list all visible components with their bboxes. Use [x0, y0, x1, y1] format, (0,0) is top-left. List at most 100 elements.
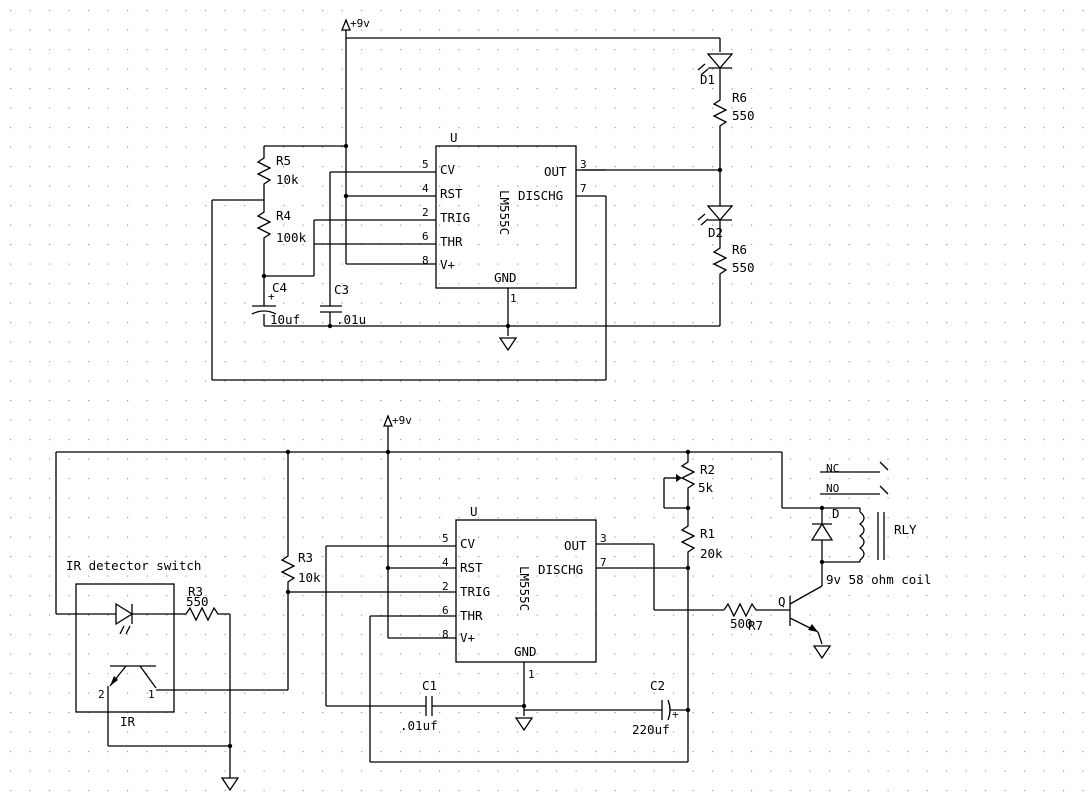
resistor-r6-upper: R6 550: [712, 90, 755, 168]
timer2-ref: U: [470, 504, 478, 519]
led-d1: D1: [697, 53, 734, 90]
capacitor-c4: + C4 10uf: [251, 280, 300, 327]
c3-value: .01u: [336, 312, 366, 327]
timer2-num-1: 1: [528, 668, 535, 681]
ground-symbol-bottom-chip: [514, 717, 534, 732]
resistor-r7: 500 R7: [723, 602, 790, 633]
ground-symbol-transistor: [812, 645, 832, 660]
ir-title: IR detector switch: [66, 558, 201, 573]
diode-d: D: [810, 506, 840, 562]
timer2-pin-vplus: V+: [460, 630, 475, 645]
d-ref: D: [832, 506, 840, 521]
r4-ref: R4: [276, 208, 291, 223]
timer2-pin-thr: THR: [460, 608, 483, 623]
timer1-pin-thr: THR: [440, 234, 463, 249]
relay-coil: RLY 9v 58 ohm coil: [822, 508, 931, 587]
capacitor-c3: C3 .01u: [320, 282, 366, 327]
capacitor-c1: C1 .01uf: [326, 678, 524, 733]
c3-ref: C3: [334, 282, 349, 297]
r5-ref: R5: [276, 153, 291, 168]
timer-chip-bottom: U LM555C CV RST TRIG THR V+ OUT DISCHG G…: [410, 504, 688, 716]
timer1-ref: U: [450, 130, 458, 145]
timer1-part: LM555C: [497, 190, 512, 235]
q-ref: Q: [778, 594, 786, 609]
top-circuit: +9v D1 R6 550 D2: [211, 17, 755, 381]
svg-text:+: +: [268, 290, 275, 303]
timer1-pin-trig: TRIG: [440, 210, 470, 225]
timer1-num-1: 1: [510, 292, 517, 305]
r5-value: 10k: [276, 172, 299, 187]
r6-upper-ref: R6: [732, 90, 747, 105]
resistor-r4: R4 100k: [256, 200, 307, 306]
supply-label-top: +9v: [350, 17, 370, 30]
timer1-pin-cv: CV: [440, 162, 456, 177]
timer1-num-2: 2: [422, 206, 429, 219]
r7-value: 500: [730, 616, 753, 631]
timer1-pin-gnd: GND: [494, 270, 517, 285]
timer-chip-top: U LM555C CV RST TRIG THR V+ OUT DISCHG G…: [408, 130, 606, 336]
rly-ref: RLY: [894, 522, 917, 537]
rly-nc: NC: [826, 462, 839, 475]
ir-pin1: 1: [148, 688, 155, 701]
r3-10k-value: 10k: [298, 570, 321, 585]
timer2-pin-out: OUT: [564, 538, 587, 553]
led-d2: D2: [697, 205, 734, 240]
timer1-num-4: 4: [422, 182, 429, 195]
timer2-num-7: 7: [600, 556, 607, 569]
timer2-part: LM555C: [517, 566, 532, 611]
timer2-pin-cv: CV: [460, 536, 476, 551]
rly-coil: 9v 58 ohm coil: [826, 572, 931, 587]
d1-ref: D1: [700, 72, 715, 87]
timer1-pin-rst: RST: [440, 186, 463, 201]
r2-value: 5k: [698, 480, 714, 495]
ground-symbol-top: [498, 337, 518, 352]
r6-upper-value: 550: [732, 108, 755, 123]
resistor-r6-lower: R6 550: [712, 220, 755, 326]
junction-dots: [227, 143, 825, 749]
timer2-num-6: 6: [442, 604, 449, 617]
ir-ref: IR: [120, 714, 136, 729]
r4-value: 100k: [276, 230, 307, 245]
r1-ref: R1: [700, 526, 715, 541]
svg-text:+: +: [672, 708, 679, 721]
r6-lower-ref: R6: [732, 242, 747, 257]
d2-ref: D2: [708, 225, 723, 240]
r2-ref: R2: [700, 462, 715, 477]
r1-value: 20k: [700, 546, 723, 561]
resistor-r5: R5 10k: [256, 146, 299, 200]
c2-ref: C2: [650, 678, 665, 693]
timer2-pin-rst: RST: [460, 560, 483, 575]
timer1-pin-dischg: DISCHG: [518, 188, 563, 203]
timer2-num-4: 4: [442, 556, 449, 569]
relay-contacts: NC NO: [820, 461, 889, 495]
rly-no: NO: [826, 482, 839, 495]
r3-10k-ref: R3: [298, 550, 313, 565]
timer1-pin-out: OUT: [544, 164, 567, 179]
resistor-r3-550: R3 550: [174, 584, 230, 622]
timer2-num-2: 2: [442, 580, 449, 593]
r6-lower-value: 550: [732, 260, 755, 275]
capacitor-c2: + C2 220uf: [524, 678, 688, 737]
c1-value: .01uf: [400, 718, 438, 733]
timer2-pin-gnd: GND: [514, 644, 537, 659]
timer1-pin-vplus: V+: [440, 257, 455, 272]
resistor-r3-10k: R3 10k: [280, 452, 321, 690]
transistor-q: Q: [778, 562, 823, 645]
c4-value: 10uf: [270, 312, 300, 327]
r7-ref: R7: [748, 618, 763, 633]
r3-550-value: 550: [186, 594, 209, 609]
ir-detector-module: IR detector switch IR 2 1: [56, 558, 288, 746]
c1-ref: C1: [422, 678, 437, 693]
bottom-circuit: +9v IR detector switch IR 2 1: [55, 414, 931, 792]
supply-label-bottom: +9v: [392, 414, 412, 427]
timer1-num-8: 8: [422, 254, 429, 267]
timer2-num-3: 3: [600, 532, 607, 545]
resistor-r1: R1 20k: [680, 512, 723, 568]
ir-pin2: 2: [98, 688, 105, 701]
timer1-num-7: 7: [580, 182, 587, 195]
ground-symbol-ir: [220, 764, 240, 792]
r3-550-ref: R3: [188, 584, 203, 599]
timer2-num-8: 8: [442, 628, 449, 641]
